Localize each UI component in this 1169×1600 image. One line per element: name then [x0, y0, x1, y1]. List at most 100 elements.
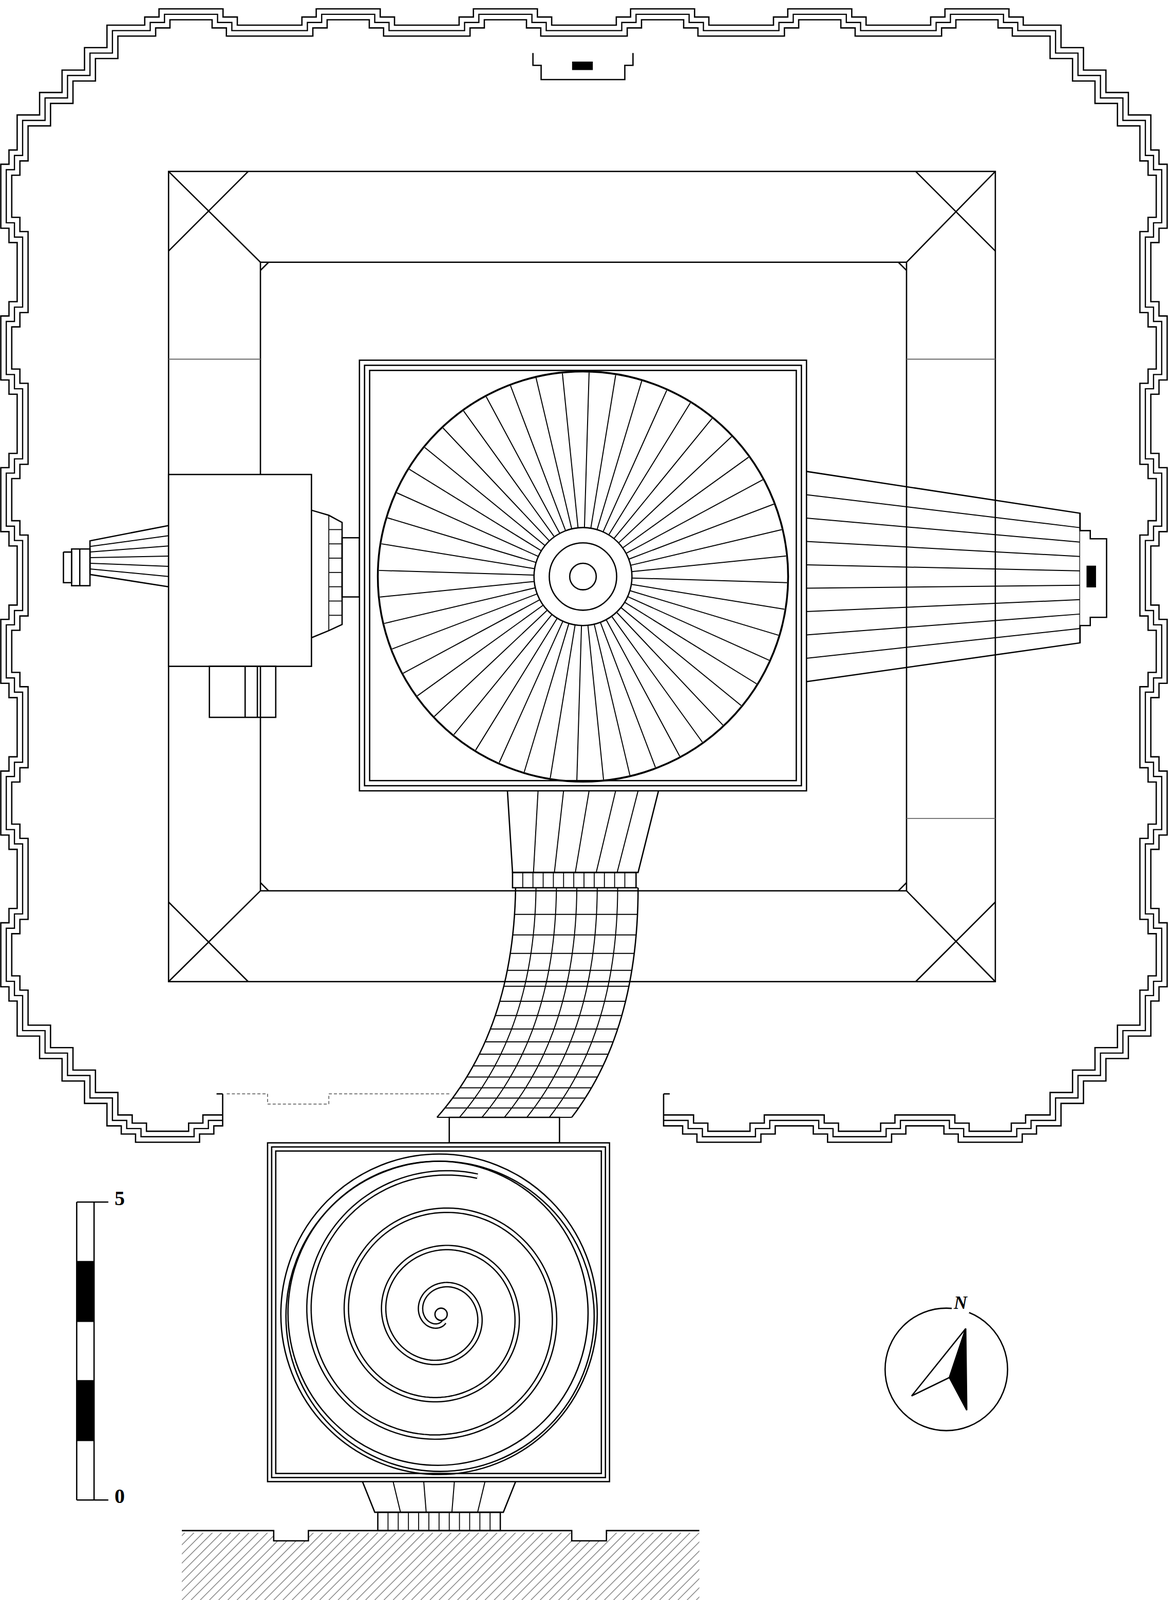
- hatch-line: [273, 1533, 342, 1600]
- hatch-line: [696, 1533, 700, 1600]
- hip-line: [915, 171, 996, 252]
- radial-rib: [631, 584, 785, 610]
- hatch-line: [613, 1533, 682, 1600]
- stair-step: [89, 545, 169, 553]
- stair-step: [418, 1512, 420, 1532]
- radial-rib: [594, 624, 630, 776]
- stair-step: [448, 1512, 450, 1532]
- gate-post: [79, 549, 81, 587]
- hatch-line: [301, 1533, 369, 1600]
- walkway-joint: [512, 934, 636, 936]
- radial-rib: [381, 543, 535, 569]
- platform: [168, 171, 996, 983]
- shrine-base: [271, 1147, 606, 1479]
- hatch-line: [494, 1533, 562, 1600]
- stair-step: [575, 790, 590, 873]
- stair-step: [328, 614, 343, 616]
- walkway-joint: [507, 970, 632, 972]
- hatch-line: [283, 1533, 351, 1600]
- radial-rib: [628, 504, 774, 560]
- chamfer: [898, 882, 907, 892]
- scale-tick: [76, 1321, 94, 1323]
- hatch-line: [439, 1533, 507, 1600]
- radial-rib: [391, 594, 537, 650]
- radial-rib: [524, 623, 570, 772]
- walkway-landing: [449, 1117, 560, 1144]
- stair-step: [89, 563, 169, 567]
- hatch-line: [209, 1533, 277, 1600]
- hip-line: [915, 902, 996, 983]
- stair-step: [428, 1512, 430, 1532]
- walkway-line: [526, 888, 598, 1118]
- shrine-drum: [378, 371, 789, 782]
- radial-rib: [590, 374, 616, 529]
- stair-landing: [378, 1512, 501, 1532]
- radial-rib: [613, 418, 712, 539]
- scale-segment: [76, 1261, 94, 1322]
- hatch-line: [484, 1533, 553, 1600]
- ramp-step: [806, 599, 1081, 612]
- stair-step: [328, 586, 343, 588]
- north-label: N: [951, 1292, 970, 1314]
- hatch-line: [595, 1533, 663, 1600]
- hatch-line: [292, 1533, 360, 1600]
- hatch-line: [668, 1533, 700, 1600]
- scale-label: 0: [112, 1485, 127, 1508]
- hatch-line: [181, 1533, 250, 1600]
- scale-segment: [76, 1381, 94, 1441]
- hub-ring: [569, 563, 597, 591]
- hatch-line: [623, 1533, 691, 1600]
- ground-line: [181, 1531, 700, 1542]
- radial-rib: [602, 390, 667, 532]
- spiral-path: [309, 1173, 555, 1438]
- ramp-step: [806, 564, 1081, 572]
- stair-landing: [512, 872, 636, 889]
- radial-rib: [550, 625, 575, 779]
- walkway-joint: [444, 1107, 579, 1109]
- stair-step: [89, 556, 169, 558]
- stair-step: [328, 600, 343, 602]
- scale-tick: [76, 1440, 94, 1442]
- stair-step: [479, 1512, 481, 1532]
- hatch-line: [457, 1533, 525, 1600]
- stair-step: [614, 872, 616, 889]
- hatch-line: [677, 1533, 700, 1600]
- walkway-joint: [490, 1028, 618, 1030]
- ground-patch: [571, 1531, 607, 1542]
- terrace-line: [906, 359, 996, 361]
- annex-room: [209, 666, 276, 718]
- radial-rib: [417, 605, 544, 697]
- radial-rib: [608, 403, 691, 536]
- stair-step: [554, 790, 564, 873]
- stair-step: [593, 872, 595, 889]
- stair-step: [583, 872, 585, 889]
- radial-rib: [475, 618, 558, 751]
- west-annex: [63, 474, 360, 718]
- stair-step: [328, 515, 330, 632]
- shrine-ring: [280, 1154, 598, 1476]
- curved-walkway: [437, 888, 638, 1144]
- shrine-base: [364, 365, 802, 786]
- hatch-line: [236, 1533, 305, 1600]
- wall-end: [221, 1094, 224, 1127]
- scale-frame: [93, 1202, 96, 1501]
- spiral-center: [435, 1308, 448, 1322]
- walkway-joint: [479, 1053, 609, 1055]
- ground: [89, 1531, 883, 1600]
- hip-line: [906, 171, 996, 263]
- wall-end: [663, 1093, 670, 1096]
- hatch-line: [319, 1533, 387, 1600]
- stair-step: [459, 1512, 461, 1532]
- walkway-joint: [473, 1065, 603, 1067]
- radial-rib: [499, 621, 563, 763]
- hatch-line: [503, 1533, 571, 1600]
- stair-step: [617, 790, 639, 873]
- hatch-line: [411, 1533, 479, 1600]
- wall-end: [663, 1094, 665, 1127]
- hatch-line: [347, 1533, 415, 1600]
- chamfer: [260, 882, 269, 892]
- walkway-line: [481, 888, 557, 1118]
- radial-rib: [424, 447, 545, 546]
- radial-rib: [510, 385, 566, 531]
- compass-ring: [884, 1308, 1008, 1431]
